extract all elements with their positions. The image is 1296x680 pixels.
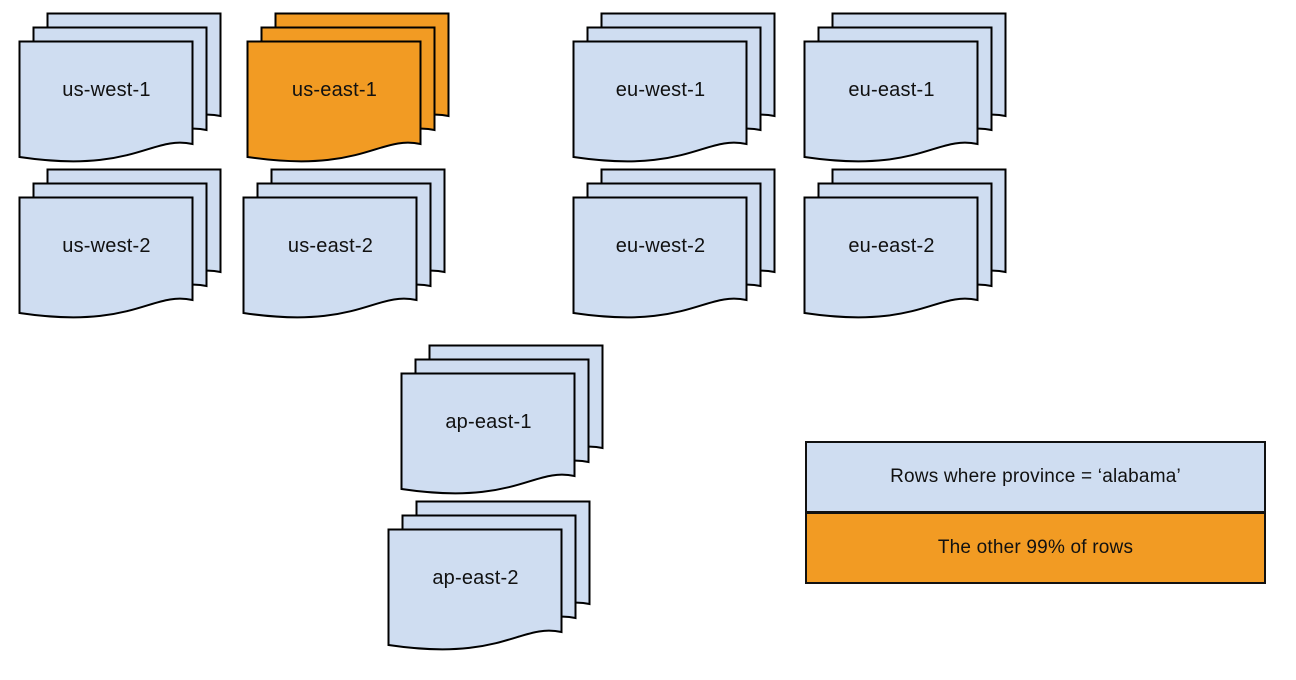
region-stack-ap-east-2: ap-east-2 <box>387 500 591 654</box>
document-stack-icon <box>18 12 222 163</box>
region-stack-us-west-1: us-west-1 <box>18 12 222 166</box>
document-stack-icon <box>803 12 1007 163</box>
document-stack-icon <box>572 12 776 163</box>
legend-row: Rows where province = ‘alabama’ <box>807 443 1264 511</box>
document-stack-icon <box>400 344 604 495</box>
document-stack-icon <box>572 168 776 319</box>
region-stack-ap-east-1: ap-east-1 <box>400 344 604 498</box>
region-stack-eu-east-2: eu-east-2 <box>803 168 1007 322</box>
document-stack-icon <box>387 500 591 651</box>
region-stack-us-west-2: us-west-2 <box>18 168 222 322</box>
legend-row-label: Rows where province = ‘alabama’ <box>890 466 1181 487</box>
region-stack-eu-west-1: eu-west-1 <box>572 12 776 166</box>
region-stack-us-east-1: us-east-1 <box>246 12 450 166</box>
document-stack-icon <box>18 168 222 319</box>
legend-row-label: The other 99% of rows <box>937 537 1134 558</box>
legend: Rows where province = ‘alabama’ The othe… <box>805 441 1266 584</box>
region-stack-eu-west-2: eu-west-2 <box>572 168 776 322</box>
region-stack-us-east-2: us-east-2 <box>242 168 446 322</box>
region-stack-eu-east-1: eu-east-1 <box>803 12 1007 166</box>
document-stack-icon <box>246 12 450 163</box>
legend-row: The other 99% of rows <box>807 511 1264 582</box>
document-stack-icon <box>242 168 446 319</box>
document-stack-icon <box>803 168 1007 319</box>
